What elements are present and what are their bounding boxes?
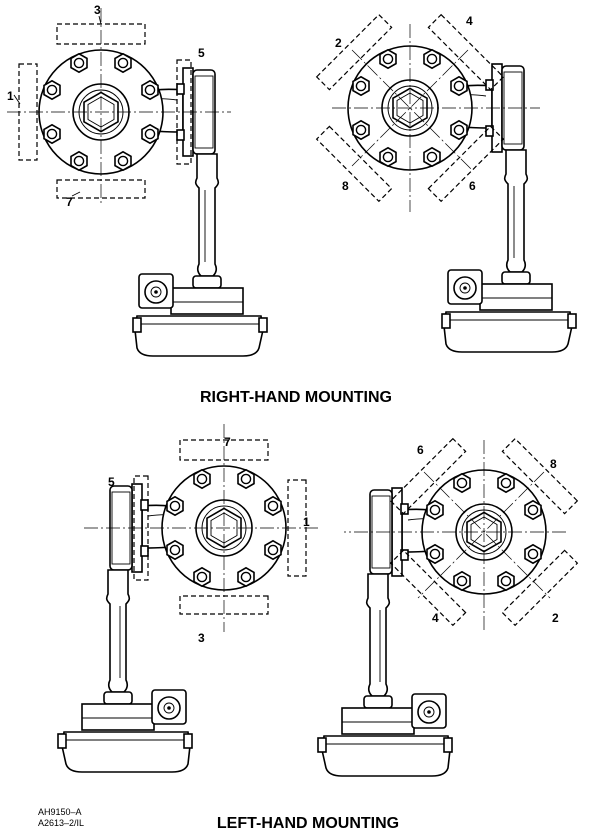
label-position-6: 6 [417, 443, 424, 457]
label-position-8: 8 [550, 457, 557, 471]
drawing-code-line-1: AH9150–A [38, 807, 82, 817]
position-3-outline [179, 595, 269, 615]
position-4-outline [389, 549, 467, 627]
rh-diagonal-figure [315, 13, 577, 353]
lh-diagonal-figure [317, 437, 579, 777]
left-hand-mounting-caption: LEFT-HAND MOUNTING [217, 815, 399, 832]
position-4-outline [315, 13, 393, 91]
label-position-7: 7 [66, 195, 73, 209]
position-6-outline [315, 125, 393, 203]
position-8-outline [427, 125, 505, 203]
position-1-outline [18, 63, 38, 161]
label-position-5: 5 [198, 46, 205, 60]
label-position-1: 1 [303, 515, 310, 529]
position-5-outline [133, 475, 149, 581]
position-7-outline [179, 439, 269, 461]
position-8-outline [501, 437, 579, 515]
drawing-code-line-2: A2613–2/IL [38, 818, 84, 828]
right-hand-mounting-caption: RIGHT-HAND MOUNTING [200, 389, 392, 406]
position-5-outline [176, 59, 192, 165]
position-2-outline [501, 549, 579, 627]
label-position-4: 4 [466, 14, 473, 28]
position-1-outline [287, 479, 307, 577]
label-position-4: 4 [432, 611, 439, 625]
label-position-2: 2 [335, 36, 342, 50]
lh-orthogonal-figure [57, 424, 318, 773]
label-position-7: 7 [224, 435, 231, 449]
label-position-8: 8 [342, 179, 349, 193]
label-position-3: 3 [94, 3, 101, 17]
rh-orthogonal-figure [7, 8, 268, 357]
label-position-5: 5 [108, 475, 115, 489]
label-position-2: 2 [552, 611, 559, 625]
label-position-3: 3 [198, 631, 205, 645]
position-2-outline [427, 13, 505, 91]
label-position-1: 1 [7, 89, 14, 103]
position-6-outline [389, 437, 467, 515]
label-position-6: 6 [469, 179, 476, 193]
position-7-outline [56, 179, 146, 199]
